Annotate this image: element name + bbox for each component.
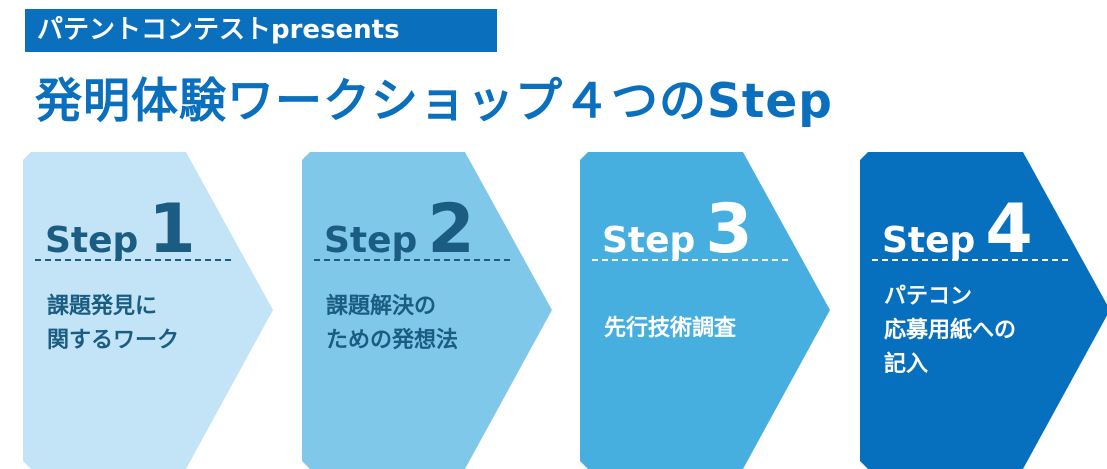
step-description: 先行技術調査 (604, 316, 737, 341)
step-label: Step (45, 220, 139, 261)
step-number: 2 (427, 190, 475, 269)
step-description: パテコン 応募用紙への 記入 (884, 284, 1017, 377)
dashed-divider (872, 259, 1068, 261)
step-description: 課題解決の ための発想法 (326, 294, 459, 353)
dashed-divider (592, 259, 788, 261)
step-label: Step (602, 220, 696, 261)
step-label: Step (324, 220, 418, 261)
dashed-divider (314, 259, 510, 261)
step-number: 1 (148, 190, 196, 269)
step-number: 3 (705, 190, 753, 269)
step-description: 課題発見に 関するワーク (47, 294, 180, 353)
presents-banner: パテントコンテストpresents (25, 9, 497, 52)
dashed-divider (35, 259, 231, 261)
step-number: 4 (985, 190, 1033, 269)
step-label: Step (882, 220, 976, 261)
page-title: 発明体験ワークショップ４つのStep (35, 74, 833, 129)
